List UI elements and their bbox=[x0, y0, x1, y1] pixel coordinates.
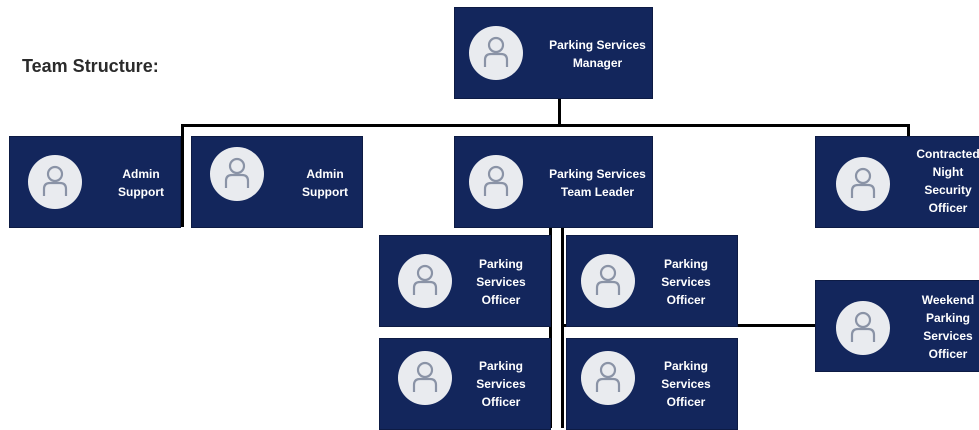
person-icon bbox=[469, 26, 523, 80]
connector-to-admin-1 bbox=[181, 124, 184, 227]
connector-leader-down-right bbox=[561, 228, 564, 428]
person-icon bbox=[836, 157, 890, 211]
person-icon bbox=[836, 301, 890, 355]
person-icon bbox=[210, 147, 264, 201]
connector-leader-down bbox=[549, 228, 552, 428]
connector-horizontal-top bbox=[181, 124, 910, 127]
person-icon bbox=[28, 155, 82, 209]
person-icon bbox=[581, 254, 635, 308]
page-title: Team Structure: bbox=[22, 56, 159, 76]
person-icon bbox=[398, 254, 452, 308]
connector-manager-down bbox=[558, 98, 561, 127]
person-icon bbox=[581, 351, 635, 405]
connector-to-night-security bbox=[907, 124, 910, 138]
person-icon bbox=[469, 155, 523, 209]
person-icon bbox=[398, 351, 452, 405]
